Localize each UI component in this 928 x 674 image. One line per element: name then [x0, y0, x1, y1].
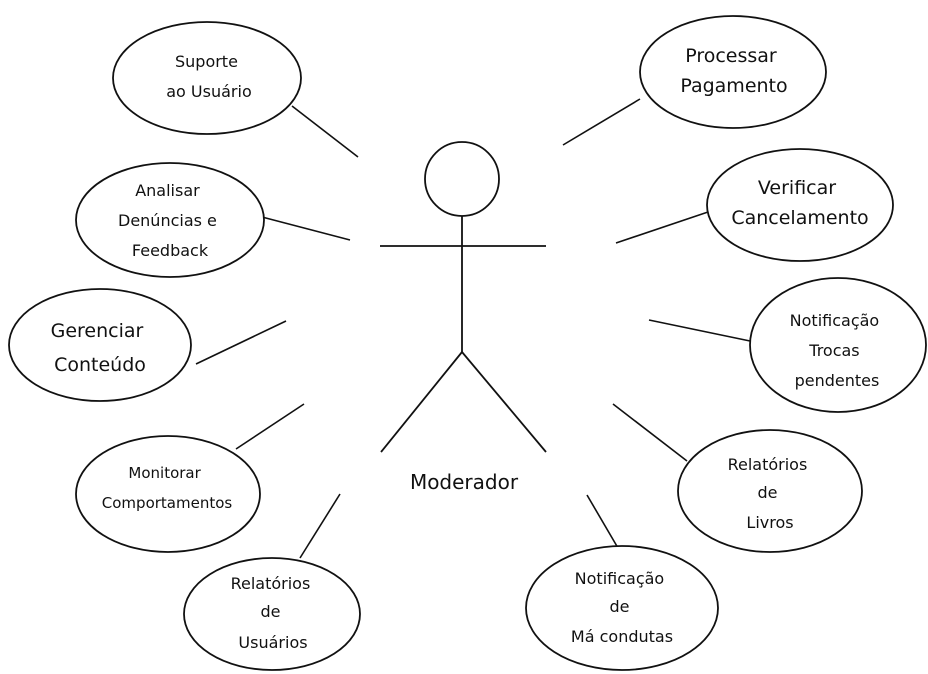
- use-case-notif-trocas: [749, 277, 927, 413]
- use-case-gerenciar-label: Gerenciar Conteúdo: [51, 320, 150, 376]
- assoc-suporte: [291, 105, 359, 158]
- assoc-processar: [562, 98, 641, 146]
- use-case-monitorar-line: Monitorar: [128, 464, 201, 482]
- use-case-rel-livros-label: Relatórios de Livros: [728, 455, 813, 532]
- assoc-analisar: [261, 216, 351, 241]
- use-case-analisar-line: Feedback: [132, 241, 209, 260]
- actor-moderador: [380, 141, 547, 453]
- use-case-notif-ma-line: Má condutas: [571, 627, 673, 646]
- use-case-rel-livros-line: de: [757, 483, 777, 502]
- use-case-notif-ma-label: Notificação de Má condutas: [571, 569, 673, 646]
- use-case-notif-ma-line: Notificação: [575, 569, 665, 588]
- use-case-verificar-label: Verificar Cancelamento: [731, 177, 868, 229]
- use-case-monitorar-line: Comportamentos: [102, 494, 233, 512]
- use-case-notif-ma: [525, 545, 719, 671]
- use-case-rel-livros-line: Relatórios: [728, 455, 808, 474]
- use-case-rel-usuarios: [183, 557, 361, 671]
- actor-head: [424, 141, 500, 217]
- use-case-gerenciar-line: Conteúdo: [54, 354, 146, 376]
- assoc-rel-usuarios: [299, 493, 341, 559]
- use-case-analisar-line: Analisar: [135, 181, 200, 200]
- use-case-processar-line: Pagamento: [680, 75, 787, 97]
- use-case-processar-label: Processar Pagamento: [680, 45, 787, 97]
- use-case-rel-usuarios-label: Relatórios de Usuários: [231, 574, 316, 652]
- assoc-notif-trocas: [648, 319, 751, 342]
- use-case-rel-usuarios-line: de: [260, 602, 280, 621]
- use-case-labels: Suporte ao Usuário Analisar Denúncias e …: [51, 45, 885, 652]
- use-case-notif-trocas-line: Notificação: [790, 311, 880, 330]
- association-lines: [195, 98, 751, 559]
- use-case-suporte: [112, 21, 302, 135]
- use-case-verificar: [706, 148, 894, 262]
- assoc-notif-ma: [586, 494, 619, 549]
- assoc-monitorar: [235, 403, 305, 450]
- use-case-analisar-label: Analisar Denúncias e Feedback: [118, 181, 222, 260]
- use-case-gerenciar: [8, 288, 192, 402]
- use-case-notif-trocas-line: pendentes: [795, 371, 880, 390]
- assoc-gerenciar: [195, 320, 287, 365]
- use-case-monitorar-label: Monitorar Comportamentos: [102, 464, 233, 512]
- use-case-processar-line: Processar: [685, 45, 777, 67]
- use-case-rel-usuarios-line: Usuários: [238, 633, 307, 652]
- use-case-gerenciar-line: Gerenciar: [51, 320, 144, 342]
- use-case-notif-trocas-label: Notificação Trocas pendentes: [790, 311, 885, 390]
- use-case-analisar-line: Denúncias e: [118, 211, 217, 230]
- use-case-ellipses: [8, 15, 927, 671]
- use-case-suporte-line: Suporte: [175, 52, 238, 71]
- actor-right-leg: [461, 351, 547, 453]
- use-case-rel-livros: [677, 429, 863, 553]
- use-case-verificar-line: Verificar: [758, 177, 836, 199]
- assoc-rel-livros: [612, 403, 688, 462]
- use-case-suporte-line: ao Usuário: [166, 82, 251, 101]
- use-case-suporte-label: Suporte ao Usuário: [166, 52, 251, 101]
- actor-left-leg: [380, 351, 463, 453]
- use-case-notif-trocas-line: Trocas: [808, 341, 859, 360]
- use-case-notif-ma-line: de: [609, 597, 629, 616]
- use-case-rel-livros-line: Livros: [746, 513, 793, 532]
- use-case-monitorar: [75, 435, 261, 553]
- assoc-verificar: [615, 211, 709, 244]
- use-case-analisar: [75, 162, 265, 278]
- use-case-verificar-line: Cancelamento: [731, 207, 868, 229]
- use-case-rel-usuarios-line: Relatórios: [231, 574, 311, 593]
- actor-label: Moderador: [410, 470, 519, 494]
- use-case-processar: [639, 15, 827, 129]
